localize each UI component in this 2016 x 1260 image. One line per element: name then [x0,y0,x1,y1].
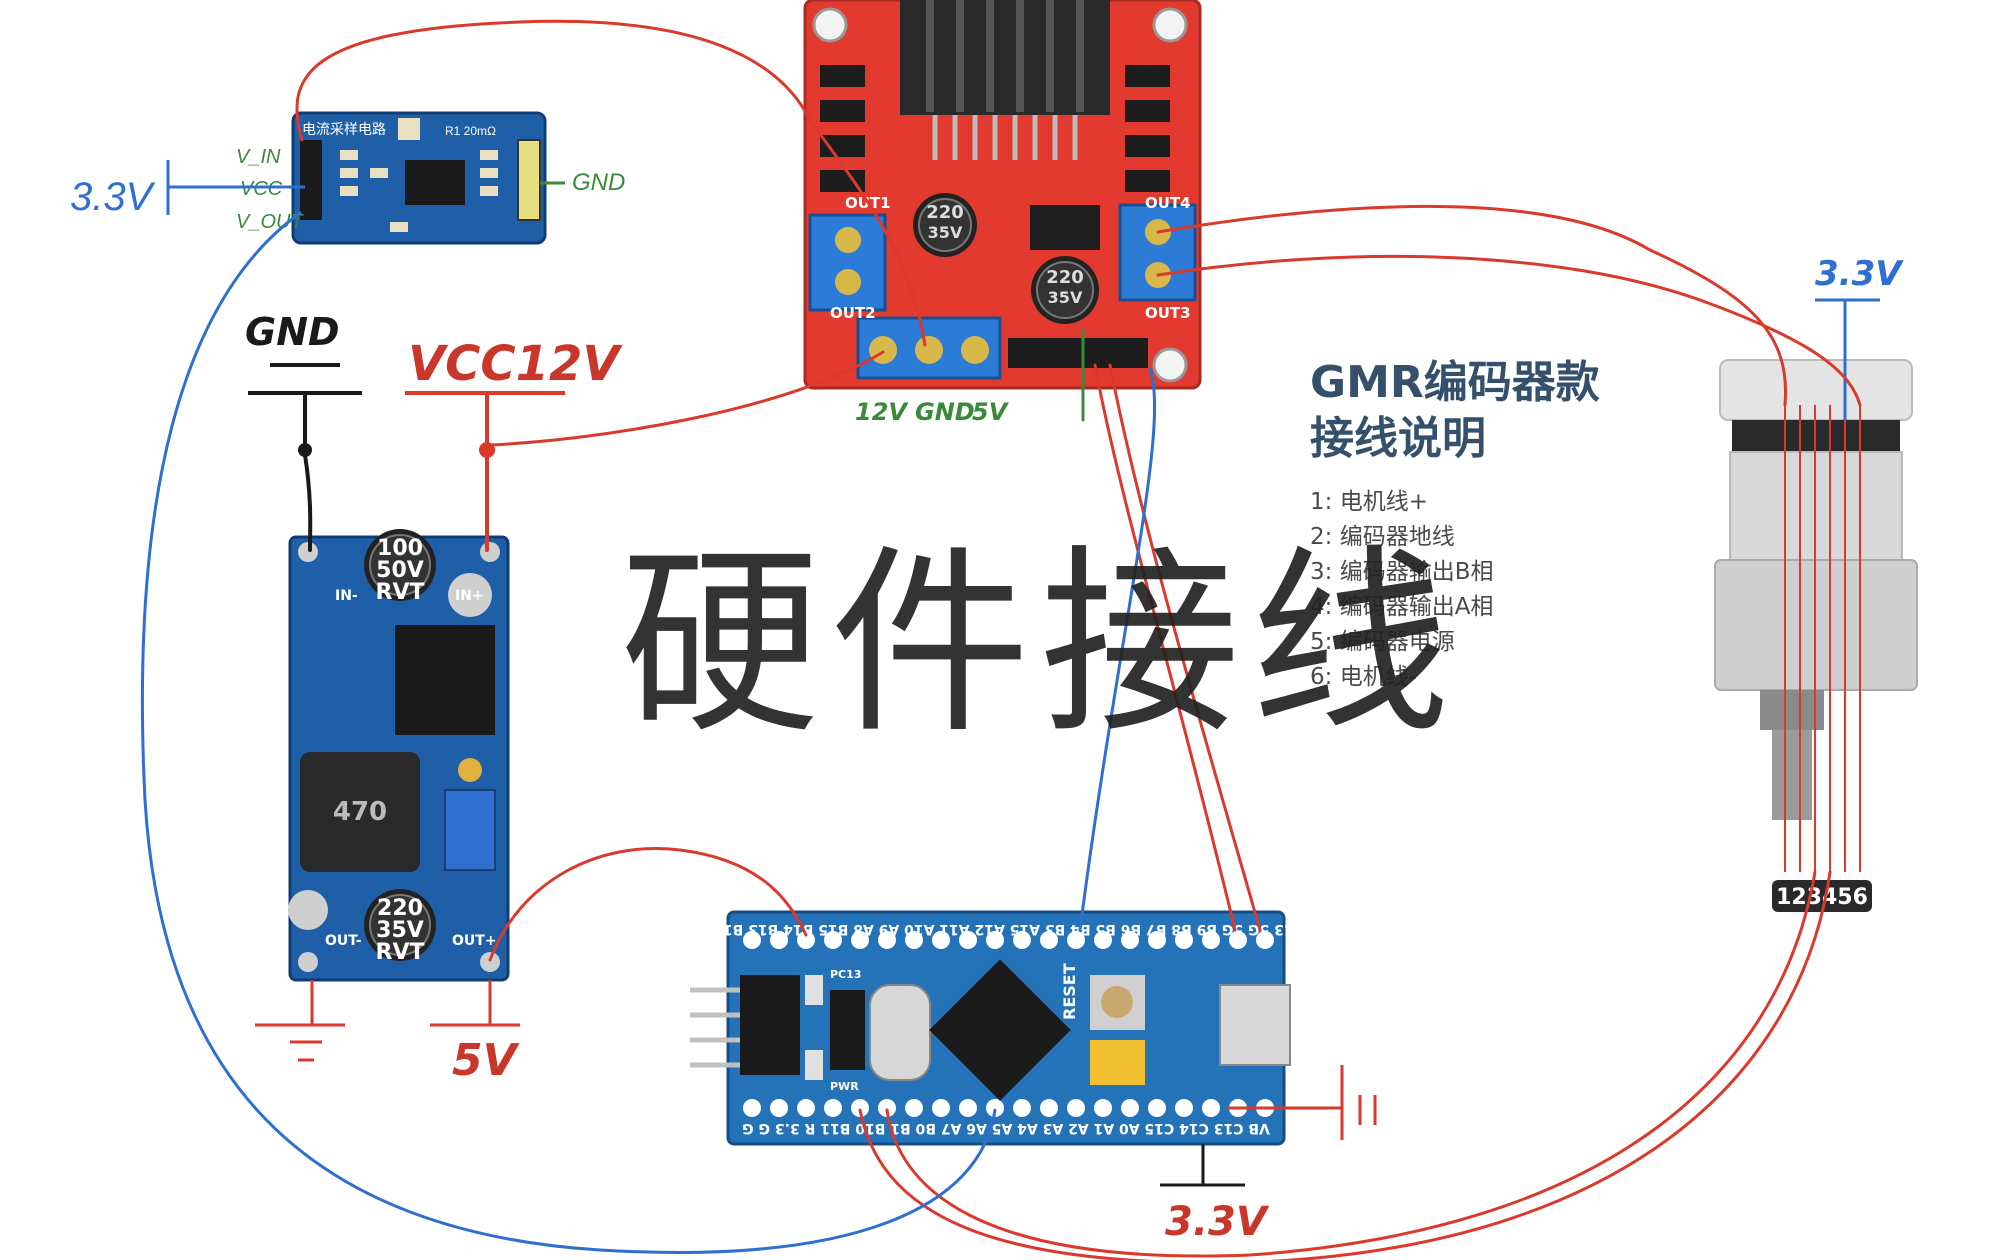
vcc12v-label: VCC12V [408,336,623,392]
svg-text:35V: 35V [1048,288,1083,307]
buck-out-minus: OUT- [325,933,362,949]
encoder-info-panel: GMR编码器款 接线说明 1: 电机线+ 2: 编码器地线 3: 编码器输出B相… [1310,355,1670,695]
buck-5v-label: 5V [452,1035,520,1086]
mcu-3v3-label: 3.3V [1165,1199,1270,1245]
svg-text:35V: 35V [928,223,963,242]
sensor-board-title: 电流采样电路 [302,121,386,137]
sensor-vout-label: V_OUT [236,211,304,233]
driver-out4-label: OUT4 [1145,194,1191,212]
buck-out-plus: OUT+ [452,933,497,949]
page-title: 硬件接线 [620,528,1461,761]
encoder-info-item: 6: 电机线- [1310,664,1417,690]
mcu-pwr-label: PWR [830,1080,859,1093]
buck-in-plus: IN+ [455,588,484,604]
sensor-r1-label: R1 20mΩ [445,124,496,138]
encoder-motor: 123456 [1714,359,1918,912]
encoder-info-heading-1: GMR编码器款 [1310,357,1600,408]
mcu-top-pins: 3.3 5G 5G B9 B8 B7 B6 B5 B4 B3 A15 A12 A… [713,921,1299,937]
mcu-reset-label: RESET [1060,963,1079,1020]
encoder-pin-badge: 123456 [1776,885,1868,910]
svg-text:220: 220 [926,202,964,223]
buck-inductor: 470 [333,797,387,827]
encoder-3v3-label: 3.3V [1815,254,1904,294]
encoder-info-item: 5: 编码器电源 [1310,629,1455,655]
encoder-info-item: 1: 电机线+ [1310,489,1428,515]
sensor-gnd-label: GND [572,169,625,196]
buck-in-minus: IN- [335,588,358,604]
encoder-info-item: 3: 编码器输出B相 [1310,559,1494,585]
svg-text:220: 220 [1046,267,1084,288]
sensor-vin-label: V_IN [236,146,281,168]
mcu-pc13-label: PC13 [830,968,861,981]
encoder-info-item: 2: 编码器地线 [1310,524,1455,550]
sensor-vcc-label: VCC [240,178,283,200]
driver-gnd-label: GND [915,398,975,426]
driver-12v-label: 12V [855,398,909,426]
driver-out2-label: OUT2 [830,304,876,322]
wires [140,19,1862,1260]
gnd-symbol-label: GND [245,310,340,354]
stm32-board: RESET 3.3 5G 5G B9 B8 B7 B6 B5 B4 B3 A15… [690,910,1299,1146]
sensor-3v3-label: 3.3V [70,175,156,219]
encoder-info-heading-2: 接线说明 [1310,413,1486,464]
mcu-bottom-pins: VB C13 C14 C15 A0 A1 A2 A3 A4 A5 A6 A7 B… [742,1120,1270,1136]
driver-5v-label: 5V [972,398,1010,426]
encoder-info-item: 4: 编码器输出A相 [1310,594,1494,620]
motor-driver-board: 220 35V 220 35V OUT1 OUT2 OUT3 OUT4 [803,0,1202,390]
current-sensor-board: 电流采样电路 R1 20mΩ [291,111,547,245]
driver-out3-label: OUT3 [1145,304,1191,322]
